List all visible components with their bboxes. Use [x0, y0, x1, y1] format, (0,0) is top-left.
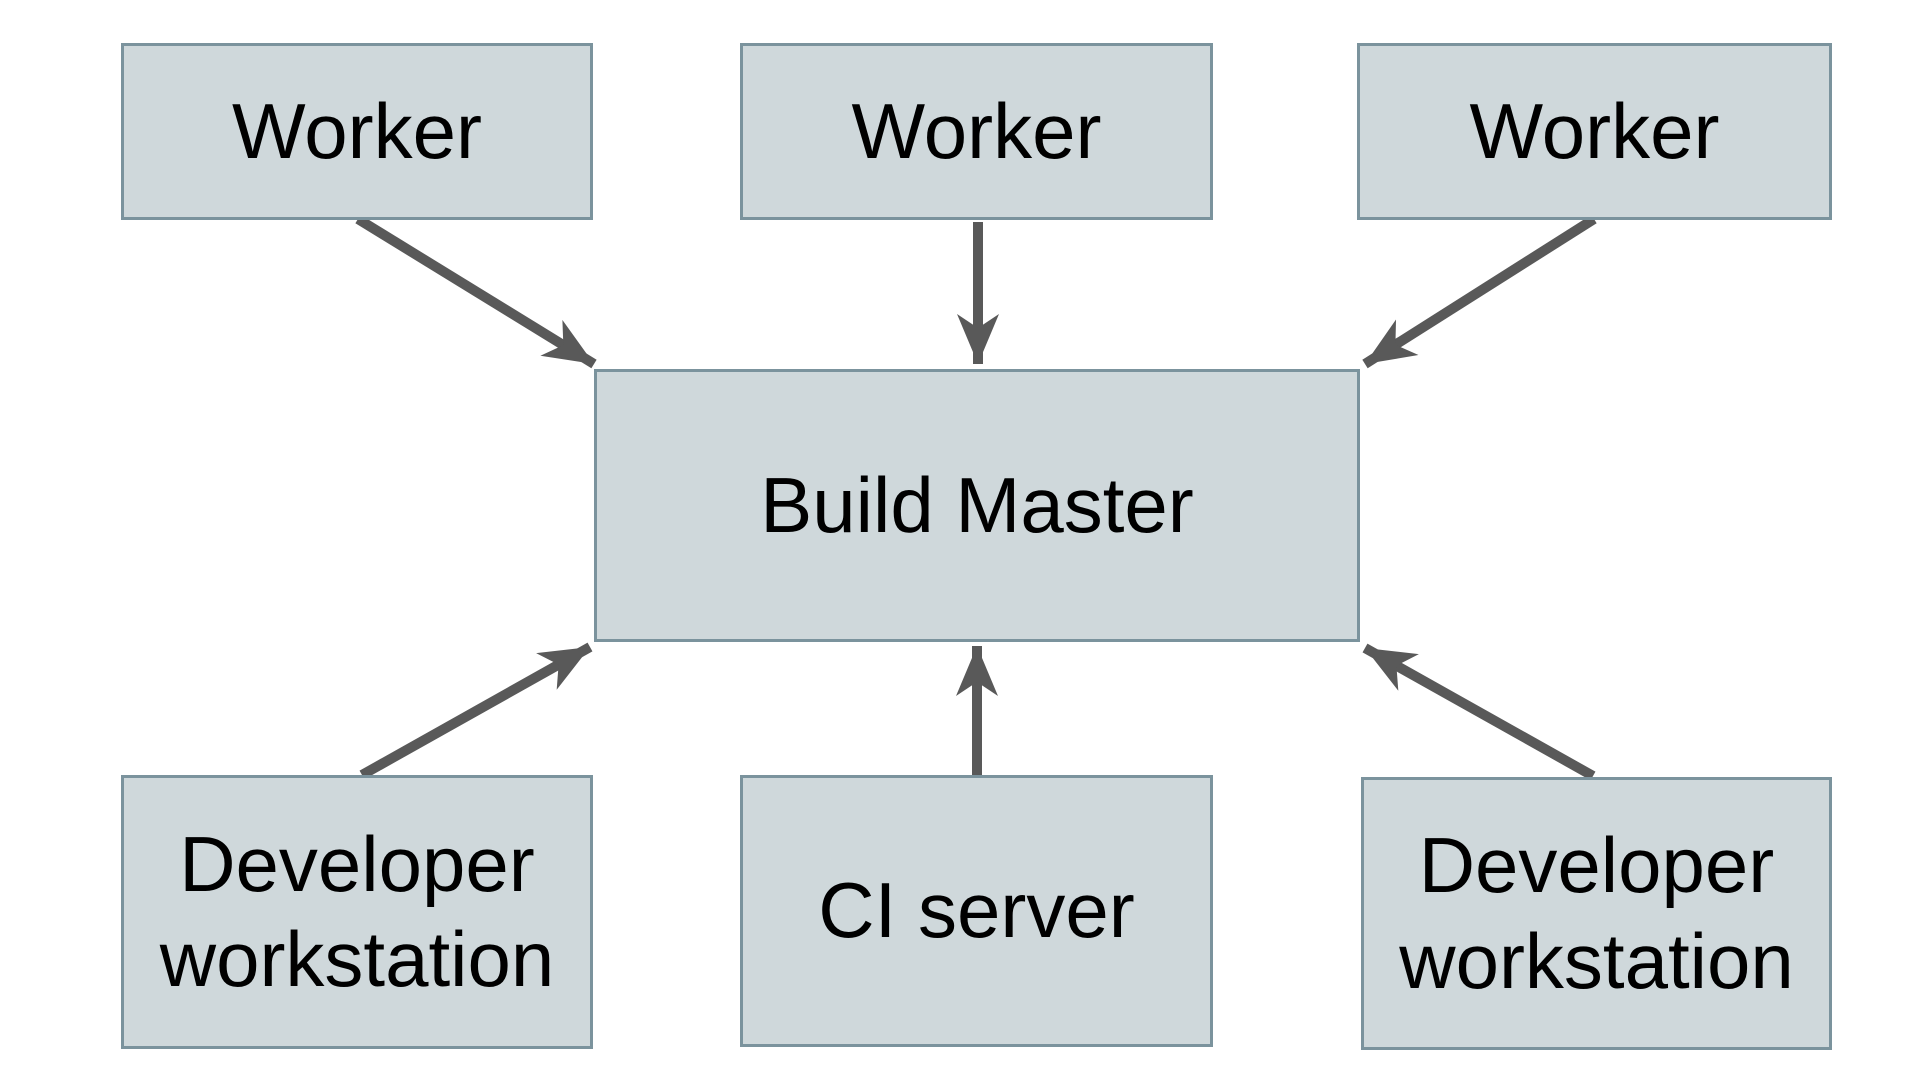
node-worker-1-label: Worker — [232, 86, 482, 175]
node-developer-workstation-right-label: Developer workstation — [1399, 821, 1794, 1005]
node-worker-3-label: Worker — [1469, 86, 1720, 175]
node-build-master: Build Master — [594, 369, 1360, 642]
node-worker-1: Worker — [121, 43, 593, 220]
node-worker-2-label: Worker — [851, 86, 1102, 175]
node-developer-workstation-right: Developer workstation — [1361, 777, 1832, 1050]
arrow-developer-workstation-right-to-build-master — [1362, 643, 1596, 781]
node-build-master-label: Build Master — [760, 460, 1194, 549]
arrow-developer-workstation-left-to-build-master — [359, 642, 593, 780]
arrow-worker-1-to-build-master — [355, 214, 597, 369]
arrow-worker-3-to-build-master — [1362, 214, 1597, 369]
node-developer-workstation-left: Developer workstation — [121, 775, 593, 1049]
node-ci-server-label: CI server — [818, 866, 1135, 955]
node-worker-3: Worker — [1357, 43, 1832, 220]
node-worker-2: Worker — [740, 43, 1213, 220]
node-developer-workstation-left-label: Developer workstation — [159, 819, 555, 1003]
node-ci-server: CI server — [740, 775, 1213, 1047]
